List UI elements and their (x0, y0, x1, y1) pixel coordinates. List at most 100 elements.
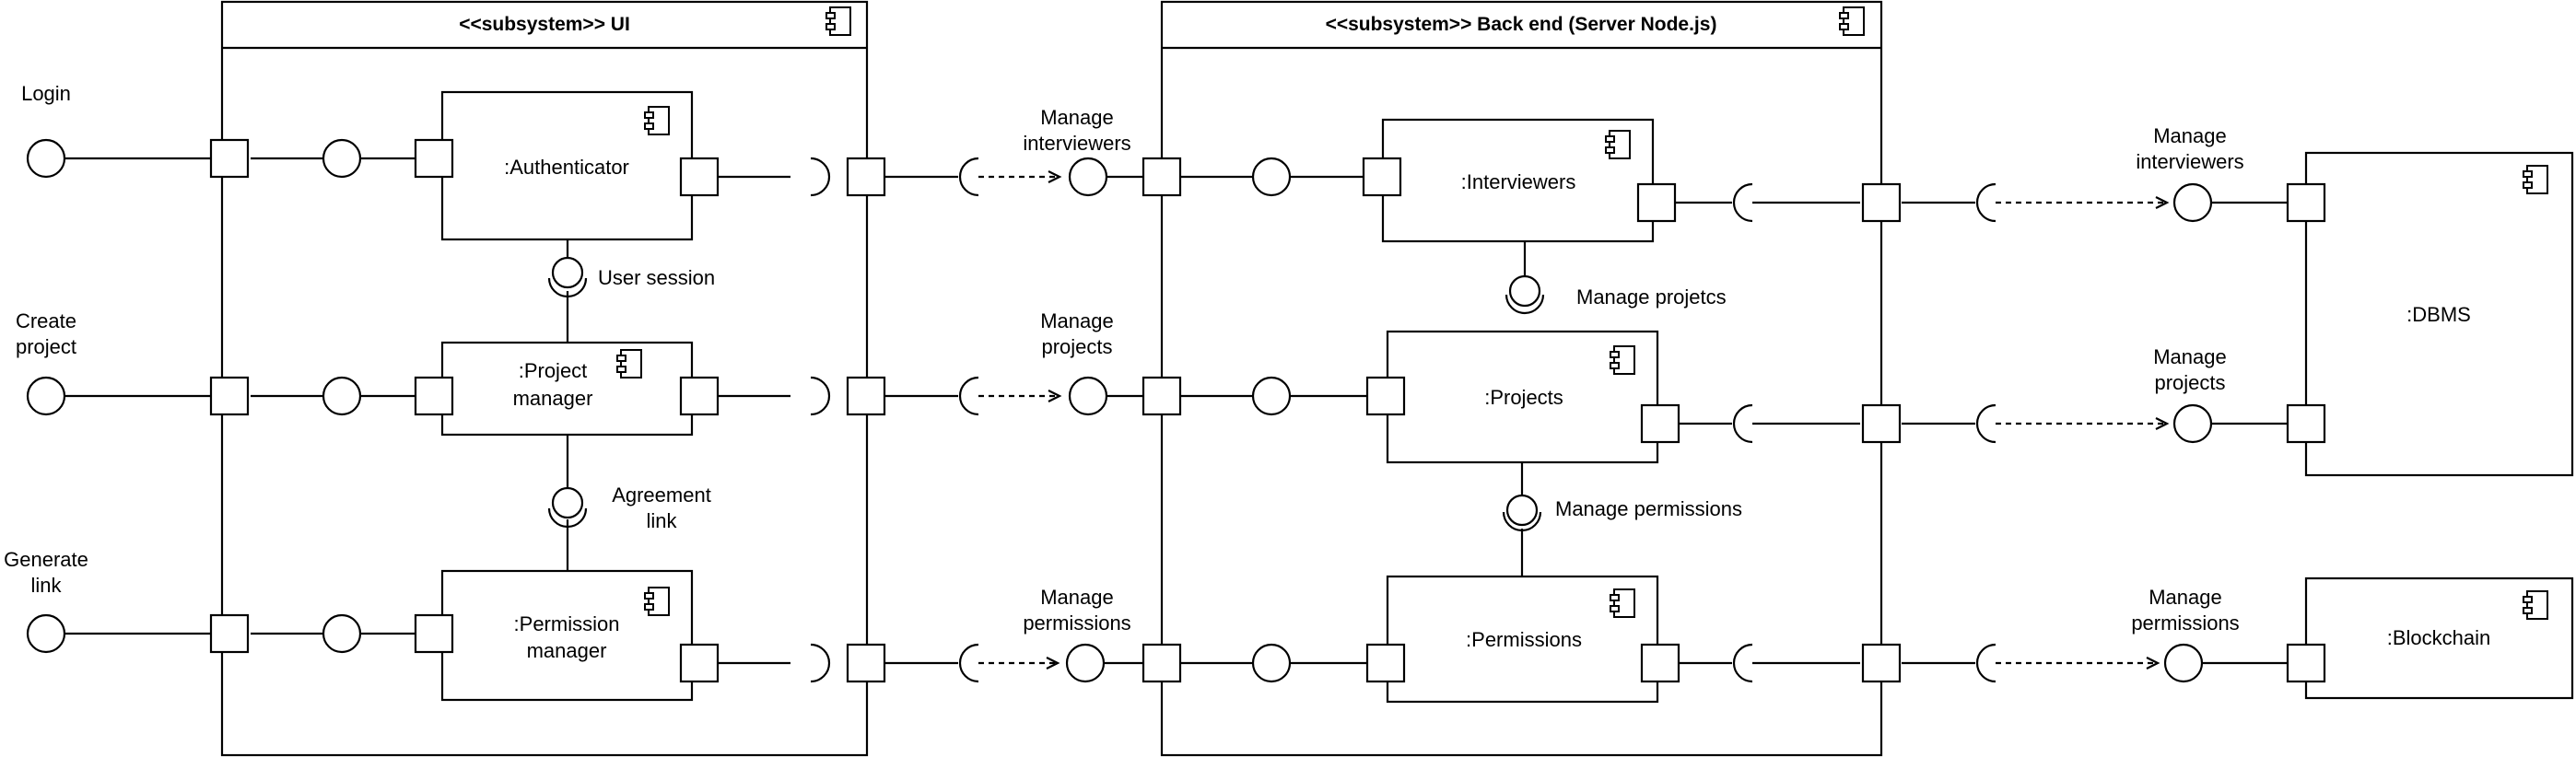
port (1640, 403, 1680, 444)
component-project-manager: :Project manager (440, 341, 694, 437)
lollipop (1251, 643, 1292, 683)
port (414, 376, 454, 416)
permission-manager-label: :Permission (514, 612, 620, 635)
manage-projetcs-label: Manage projetcs (1576, 285, 1727, 309)
create-project-label: Create (16, 309, 76, 332)
socket (958, 643, 979, 683)
create-project-label: project (16, 335, 76, 358)
ui-subsystem-title: <<subsystem>> UI (459, 14, 630, 35)
socket (810, 376, 831, 416)
component-icon (1610, 588, 1635, 618)
socket (1732, 182, 1753, 223)
lollipop (551, 486, 584, 519)
ports (209, 138, 2326, 683)
component-permissions: :Permissions (1386, 575, 1659, 704)
component-icon (1839, 6, 1865, 36)
bc-manage-permissions-label: permissions (2131, 611, 2239, 635)
socket (1975, 182, 1996, 223)
agreement-link-label: link (646, 509, 677, 532)
lollipop (322, 376, 362, 416)
project-manager-label: manager (513, 387, 593, 410)
lollipop (1251, 157, 1292, 197)
port (1636, 182, 1677, 223)
ui-manage-projects-label: projects (1041, 335, 1112, 358)
port (2286, 643, 2326, 683)
connector-lines (64, 157, 2288, 665)
blockchain-label: :Blockchain (2387, 626, 2491, 649)
socket (958, 376, 979, 416)
port (1861, 643, 1902, 683)
lollipop (1068, 376, 1108, 416)
backend-subsystem-title: <<subsystem>> Back end (Server Node.js) (1326, 14, 1717, 35)
lollipop (2163, 643, 2204, 683)
db-manage-interviewers-label: Manage (2153, 124, 2227, 147)
port (1640, 643, 1680, 683)
component-icon (1610, 345, 1635, 375)
lollipop (551, 256, 584, 289)
socket (810, 643, 831, 683)
port (1142, 157, 1182, 197)
port (1142, 643, 1182, 683)
db-manage-projects-label: projects (2154, 371, 2225, 394)
port (846, 643, 886, 683)
ui-manage-interviewers-label: Manage (1040, 106, 1114, 129)
required-sockets (547, 157, 1996, 683)
ui-manage-interviewers-label: interviewers (1023, 132, 1130, 155)
component-authenticator: :Authenticator (440, 90, 694, 241)
provided-lollipops (26, 138, 2213, 683)
socket (547, 277, 588, 298)
ui-manage-permissions-label: permissions (1023, 611, 1130, 635)
lollipop (1251, 376, 1292, 416)
generate-link-label: Generate (4, 548, 88, 571)
lollipop (1505, 494, 1539, 527)
component-interviewers: :Interviewers (1381, 118, 1655, 243)
lollipop (1508, 274, 1541, 308)
socket (1732, 643, 1753, 683)
lollipop (26, 138, 66, 179)
port (679, 376, 720, 416)
component-icon (1605, 130, 1631, 159)
component-icon (616, 349, 642, 378)
socket (1505, 294, 1545, 315)
socket (1975, 403, 1996, 444)
ui-manage-projects-label: Manage (1040, 309, 1114, 332)
component-permission-manager: :Permission manager (440, 569, 694, 702)
socket (1975, 643, 1996, 683)
generate-link-label: link (30, 574, 62, 597)
ui-manage-permissions-label: Manage (1040, 586, 1114, 609)
component-icon (825, 6, 851, 36)
lollipop (2172, 182, 2213, 223)
port (846, 157, 886, 197)
project-manager-label: :Project (519, 359, 588, 382)
port (1365, 376, 1406, 416)
db-manage-projects-label: Manage (2153, 345, 2227, 368)
component-icon (2523, 165, 2548, 194)
component-projects: :Projects (1386, 330, 1659, 464)
component-blockchain: :Blockchain (2304, 576, 2574, 700)
component-icon (644, 106, 670, 135)
lollipop (322, 138, 362, 179)
port (1362, 157, 1402, 197)
login-label: Login (21, 82, 71, 105)
user-session-label: User session (598, 266, 715, 289)
lollipop (1065, 643, 1106, 683)
socket (810, 157, 831, 197)
port (1142, 376, 1182, 416)
authenticator-label: :Authenticator (504, 156, 629, 179)
socket (958, 157, 979, 197)
projects-label: :Projects (1484, 386, 1563, 409)
permissions-label: :Permissions (1466, 628, 1582, 651)
port (414, 613, 454, 654)
lollipop (26, 613, 66, 654)
socket (547, 507, 588, 529)
port (2286, 403, 2326, 444)
port (1861, 182, 1902, 223)
port (209, 376, 250, 416)
port (209, 613, 250, 654)
permission-manager-label: manager (527, 639, 607, 662)
labels: Login Create project Generate link User … (4, 82, 2244, 635)
lollipop (1068, 157, 1108, 197)
agreement-link-label: Agreement (612, 483, 711, 507)
